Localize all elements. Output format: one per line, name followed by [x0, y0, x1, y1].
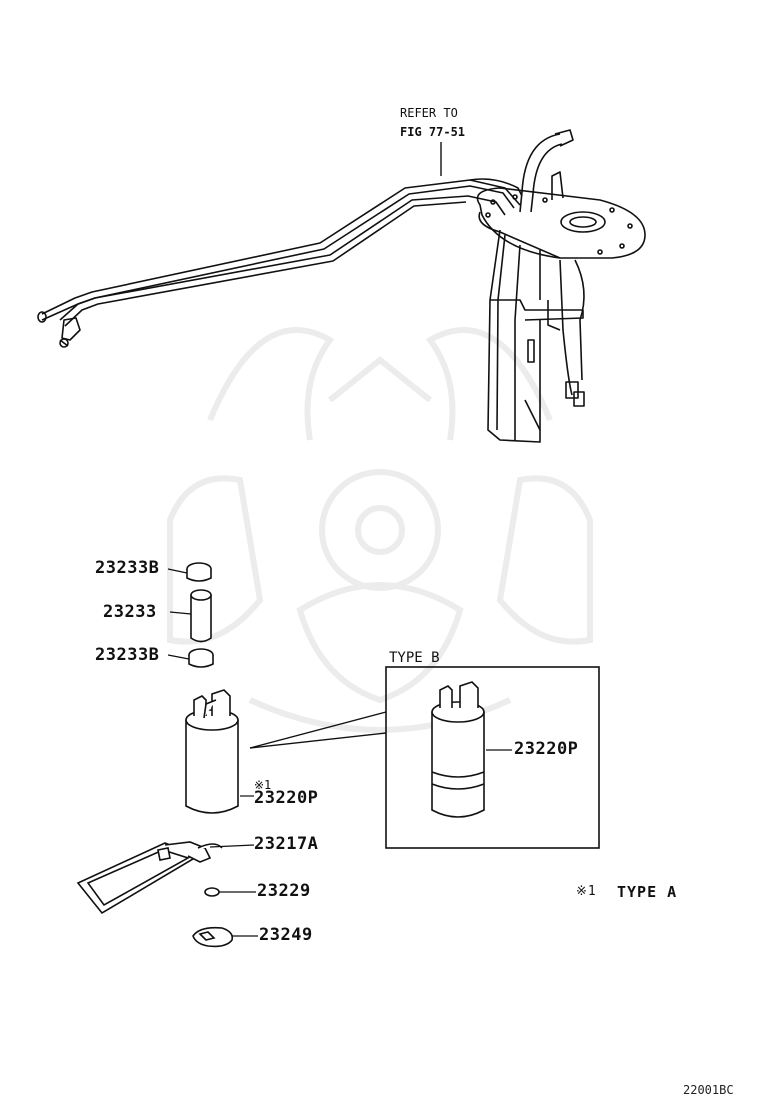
figure-code: 22001BC: [683, 1083, 734, 1097]
type-b-callout-lines-2: [249, 732, 387, 749]
fuel-filter-23217a: [76, 841, 223, 915]
fuel-lines: [37, 178, 523, 348]
clamp-bottom-23233b: [188, 648, 214, 668]
leader-lines: [167, 568, 512, 937]
footnote-text: TYPE A: [617, 883, 678, 901]
footnote-mark: ※1: [576, 884, 597, 899]
watermark-emblem: [167, 327, 593, 733]
clamp-top-23233b: [186, 562, 212, 582]
fuel-pump-type-b: [431, 681, 485, 818]
clip-23249: [192, 926, 234, 948]
type-b-title: TYPE B: [389, 650, 440, 666]
part-number-23220p-left: 23220P: [254, 788, 319, 808]
refer-label-line1: REFER TO: [400, 106, 458, 120]
part-number-23217a: 23217A: [254, 834, 319, 854]
fuel-pump-assembly: [476, 129, 646, 443]
washer-23229: [204, 887, 220, 897]
part-number-23233b-top: 23233B: [95, 558, 160, 578]
hose-23233: [190, 589, 212, 643]
refer-label-line2: FIG 77-51: [400, 125, 466, 139]
fuel-pump-type-a: [185, 689, 239, 814]
part-number-23220p-right: 23220P: [514, 739, 579, 759]
part-number-23233b-bottom: 23233B: [95, 645, 160, 665]
part-number-23233: 23233: [103, 602, 157, 622]
part-number-23229: 23229: [257, 881, 311, 901]
part-number-23249: 23249: [259, 925, 313, 945]
type-b-box: [385, 666, 600, 849]
type-b-callout-lines: [249, 711, 387, 749]
part-mark-type-a: ※1: [254, 778, 272, 792]
